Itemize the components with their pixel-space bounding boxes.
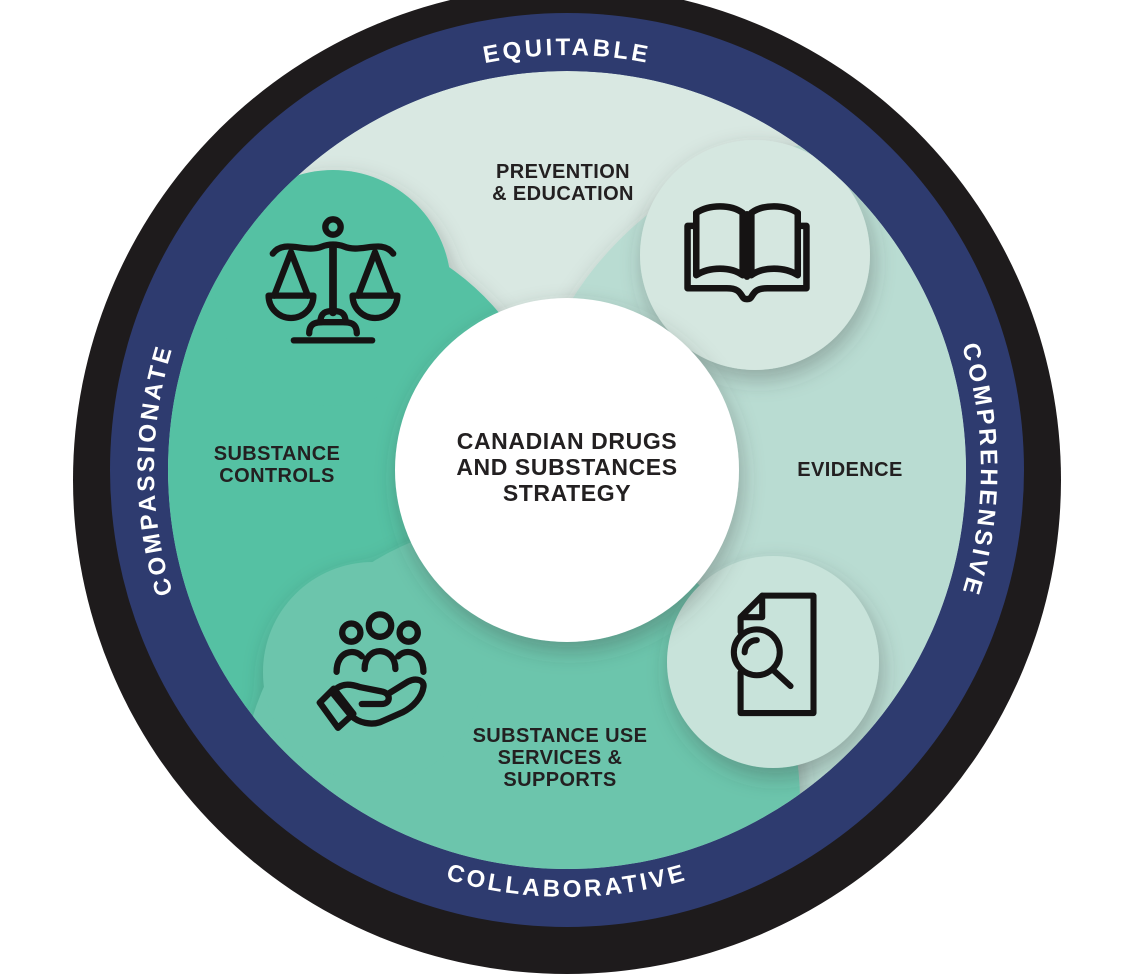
substance-controls-label-line1: SUBSTANCE (214, 443, 341, 465)
region-prevention-education (640, 140, 870, 370)
strategy-disc: PREVENTION & EDUCATION EVIDENCE SUBSTANC… (168, 71, 966, 869)
document-magnifier-icon (730, 592, 817, 717)
center-title-line1: CANADIAN DRUGS (457, 428, 678, 454)
services-supports-label-line1: SUBSTANCE USE (473, 725, 648, 747)
center-title-line2: AND SUBSTANCES (456, 454, 677, 480)
prevention-education-label-line2: & EDUCATION (492, 183, 634, 205)
services-supports-label-line2: SERVICES & (498, 747, 623, 769)
book-icon-circle (640, 140, 870, 370)
scales-icon (265, 216, 401, 344)
hand-people-icon (316, 611, 427, 731)
open-book-icon (684, 203, 810, 303)
document-circle-group (667, 556, 879, 768)
prevention-education-label-line1: PREVENTION (496, 161, 630, 183)
document-icon-circle (667, 556, 879, 768)
center-circle-group (395, 298, 739, 642)
services-supports-label-line3: SUPPORTS (503, 769, 616, 791)
evidence-label: EVIDENCE (797, 459, 902, 481)
substance-controls-label-line2: CONTROLS (219, 465, 334, 487)
region-services-supports (240, 520, 800, 869)
center-title-line3: STRATEGY (503, 480, 631, 506)
people-icon-circle (263, 562, 483, 782)
center-circle (395, 298, 739, 642)
